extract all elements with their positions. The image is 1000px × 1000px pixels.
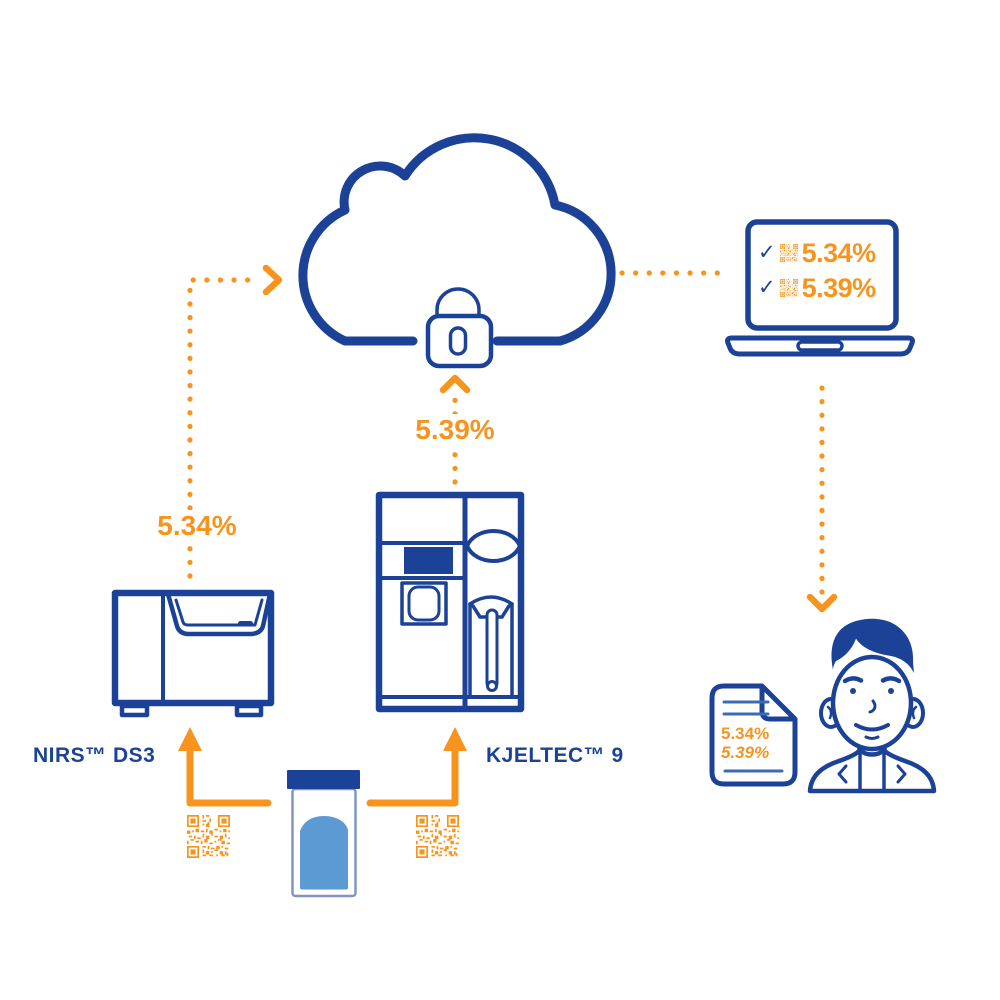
flow-label-nirs: 5.34% <box>156 510 238 542</box>
dotted-arrow-laptop-to-person <box>806 385 838 613</box>
kjeltec-instrument-icon <box>375 491 525 713</box>
result-value: 5.39% <box>801 272 877 303</box>
solid-arrow-jar-to-nirs <box>178 727 272 807</box>
cloud-icon <box>298 133 616 346</box>
sample-jar-icon <box>287 770 360 898</box>
laptop-icon <box>725 219 915 357</box>
checkmark-icon: ✓ <box>758 276 776 299</box>
nirs-instrument-icon <box>111 589 275 718</box>
sample-fill <box>300 816 348 890</box>
document-values: 5.34% 5.39% <box>721 724 793 762</box>
document-icon <box>709 683 798 787</box>
dotted-arrow-nirs-to-cloud <box>187 264 283 579</box>
qr-code-icon <box>780 279 798 297</box>
laptop-screen-content: ✓ 5.34% ✓ 5.39% <box>758 237 898 307</box>
nirs-label: NIRS™ DS3 <box>33 744 156 767</box>
person-avatar <box>807 618 937 794</box>
document-value: 5.34% <box>721 724 770 743</box>
laptop-result-row: ✓ 5.34% <box>758 237 898 269</box>
qr-code-icon <box>187 815 230 858</box>
document-value: 5.39% <box>721 743 770 762</box>
laptop-result-row: ✓ 5.39% <box>758 272 898 304</box>
kjeltec-label: KJELTEC™ 9 <box>486 744 624 767</box>
hair <box>831 618 914 673</box>
flow-label-kjeltec: 5.39% <box>414 414 496 446</box>
qr-code-icon <box>780 244 798 262</box>
checkmark-icon: ✓ <box>758 241 776 264</box>
lock-icon <box>425 287 494 369</box>
solid-arrow-jar-to-kjeltec <box>366 727 467 807</box>
result-value: 5.34% <box>801 237 877 268</box>
qr-code-icon <box>416 815 459 858</box>
